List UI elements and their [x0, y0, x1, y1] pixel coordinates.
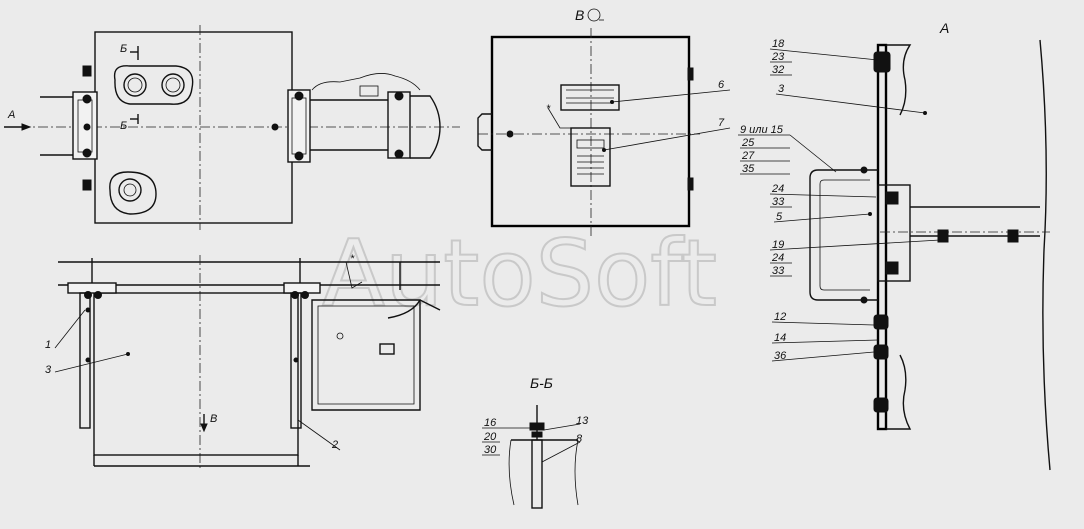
callout-18: 18 — [772, 38, 785, 50]
nameplate-6 — [560, 84, 620, 111]
view-a-arrow-label: A — [7, 109, 15, 121]
callout-33-a: 33 — [772, 196, 785, 208]
callout-3-side: 3 — [45, 364, 52, 376]
svg-text:*: * — [546, 103, 551, 115]
callout-9-or-15: 9 или 15 — [740, 124, 784, 136]
callout-7: 7 — [718, 117, 725, 129]
view-v: В * 6 7 — [477, 7, 731, 236]
box-side-panel — [876, 43, 888, 431]
callout-33-b: 33 — [772, 265, 785, 277]
callout-8: 8 — [576, 433, 583, 445]
callout-2: 2 — [331, 439, 338, 451]
side-view: * 1 3 2 В — [45, 253, 441, 470]
callout-6: 6 — [718, 79, 725, 91]
callout-3-view-a: 3 — [778, 83, 785, 95]
callout-1: 1 — [45, 339, 51, 351]
view-a-title: А — [939, 20, 949, 36]
callout-20: 20 — [483, 431, 497, 443]
plan-view: Б Б A — [4, 25, 460, 230]
callout-25: 25 — [741, 137, 755, 149]
view-v-arrow-label: В — [210, 413, 217, 425]
watermark-text: AutoSoft — [322, 220, 717, 327]
callout-16: 16 — [484, 417, 497, 429]
callout-19: 19 — [772, 239, 784, 251]
callout-35: 35 — [742, 163, 755, 175]
callout-14: 14 — [774, 332, 786, 344]
section-mark-top: Б — [120, 43, 127, 55]
callout-5: 5 — [776, 211, 783, 223]
svg-text:*: * — [350, 253, 355, 265]
callout-36: 36 — [774, 350, 787, 362]
section-mark-bottom: Б — [120, 120, 127, 132]
callout-24-b: 24 — [771, 252, 784, 264]
callout-23: 23 — [771, 51, 785, 63]
callout-13: 13 — [576, 415, 589, 427]
box-front — [490, 35, 691, 228]
section-bb-title: Б-Б — [530, 375, 553, 391]
view-a: А 18 23 32 3 9 — [738, 20, 1051, 471]
callout-32: 32 — [772, 64, 784, 76]
callout-24-a: 24 — [771, 183, 784, 195]
callout-27: 27 — [741, 150, 755, 162]
callout-30: 30 — [484, 444, 497, 456]
callout-12: 12 — [774, 311, 786, 323]
view-v-title: В — [575, 7, 584, 23]
section-bb: Б-Б 16 20 30 13 8 — [482, 375, 589, 509]
nameplate-7 — [570, 127, 611, 187]
